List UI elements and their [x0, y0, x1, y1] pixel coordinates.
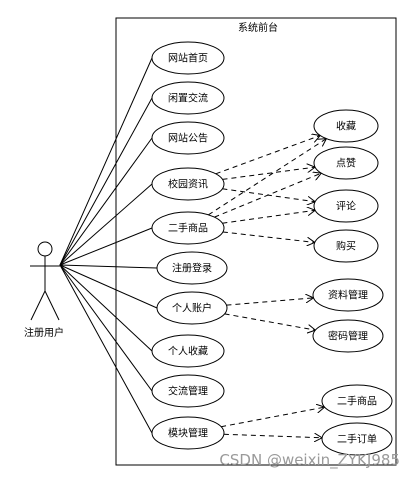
use-case-label: 网站首页: [168, 52, 208, 65]
use-case-right[interactable]: 二手商品: [321, 384, 393, 418]
association-line: [59, 264, 153, 392]
use-case-ellipse: [151, 167, 225, 201]
use-case-right[interactable]: 点赞: [313, 146, 379, 180]
use-case-ellipse: [313, 189, 379, 223]
use-case-ellipse: [151, 334, 225, 368]
use-case-label: 个人账户: [172, 302, 212, 315]
association-line: [59, 227, 153, 266]
use-case-ellipse: [321, 384, 393, 418]
use-case-label: 个人收藏: [168, 345, 208, 358]
use-case-ellipse: [156, 291, 228, 325]
use-case-label: 闲置交流: [168, 92, 208, 105]
use-case-left[interactable]: 交流管理: [151, 374, 225, 408]
include-arrow: [222, 167, 315, 180]
include-arrow: [226, 298, 313, 306]
use-case-left[interactable]: 网站公告: [151, 121, 225, 155]
use-case-label: 评论: [336, 200, 356, 213]
use-case-label: 二手商品: [168, 222, 208, 235]
include-arrow: [224, 313, 316, 330]
include-arrow: [222, 210, 315, 224]
include-arrow: [214, 173, 321, 218]
actor-label: 注册用户: [24, 326, 64, 339]
use-case-label: 网站公告: [168, 132, 208, 145]
use-case-left[interactable]: 个人账户: [156, 291, 228, 325]
use-case-ellipse: [151, 121, 225, 155]
association-line: [59, 264, 153, 434]
include-arrow: [221, 407, 325, 428]
include-arrow: [215, 135, 320, 175]
use-case-right[interactable]: 密码管理: [312, 319, 384, 353]
use-case-ellipse: [313, 109, 379, 143]
system-boundary: [115, 17, 397, 466]
use-case-ellipse: [156, 251, 228, 285]
use-case-right[interactable]: 资料管理: [312, 278, 384, 312]
use-case-left[interactable]: 闲置交流: [151, 81, 225, 115]
actor-head: [37, 241, 53, 257]
use-case-label: 收藏: [336, 120, 356, 133]
use-case-label: 密码管理: [328, 330, 368, 343]
use-case-ellipse: [313, 229, 379, 263]
use-case-ellipse: [151, 211, 225, 245]
use-case-ellipse: [151, 374, 225, 408]
use-case-label: 二手商品: [337, 395, 377, 408]
use-case-ellipse: [151, 81, 225, 115]
use-case-label: 资料管理: [328, 289, 368, 302]
use-case-left[interactable]: 校园资讯: [151, 167, 225, 201]
use-case-right[interactable]: 购买: [313, 229, 379, 263]
use-case-ellipse: [151, 41, 225, 75]
association-line: [59, 137, 153, 266]
use-case-label: 注册登录: [172, 262, 212, 275]
use-case-ellipse: [312, 319, 384, 353]
association-line: [59, 264, 153, 352]
association-line: [59, 264, 158, 309]
use-case-right[interactable]: 评论: [313, 189, 379, 223]
association-line: [59, 264, 158, 269]
use-case-left[interactable]: 个人收藏: [151, 334, 225, 368]
actor-left-leg: [30, 290, 46, 321]
use-case-label: 二手订单: [337, 433, 377, 446]
use-case-left[interactable]: 模块管理: [151, 416, 225, 450]
include-arrow: [222, 231, 315, 242]
actor-right-leg: [44, 290, 60, 321]
use-case-right[interactable]: 二手订单: [321, 422, 393, 456]
use-case-left[interactable]: 注册登录: [156, 251, 228, 285]
use-case-label: 点赞: [336, 157, 356, 170]
watermark: CSDN @weixin_ZYKJ985: [219, 451, 400, 470]
actor-registered-user: [30, 241, 60, 321]
use-case-left[interactable]: 网站首页: [151, 41, 225, 75]
use-case-right[interactable]: 收藏: [313, 109, 379, 143]
association-line: [59, 57, 153, 266]
association-line: [59, 97, 153, 266]
use-case-ellipse: [151, 416, 225, 450]
use-case-ellipse: [321, 422, 393, 456]
use-case-label: 校园资讯: [168, 178, 208, 191]
use-case-ellipse: [313, 146, 379, 180]
use-case-label: 购买: [336, 240, 356, 253]
use-case-left[interactable]: 二手商品: [151, 211, 225, 245]
use-case-label: 交流管理: [168, 385, 208, 398]
use-case-label: 模块管理: [168, 427, 208, 440]
include-arrow: [223, 434, 322, 437]
include-arrow: [208, 139, 326, 216]
use-case-ellipse: [312, 278, 384, 312]
association-line: [59, 183, 153, 266]
boundary-title: 系统前台: [238, 21, 278, 34]
